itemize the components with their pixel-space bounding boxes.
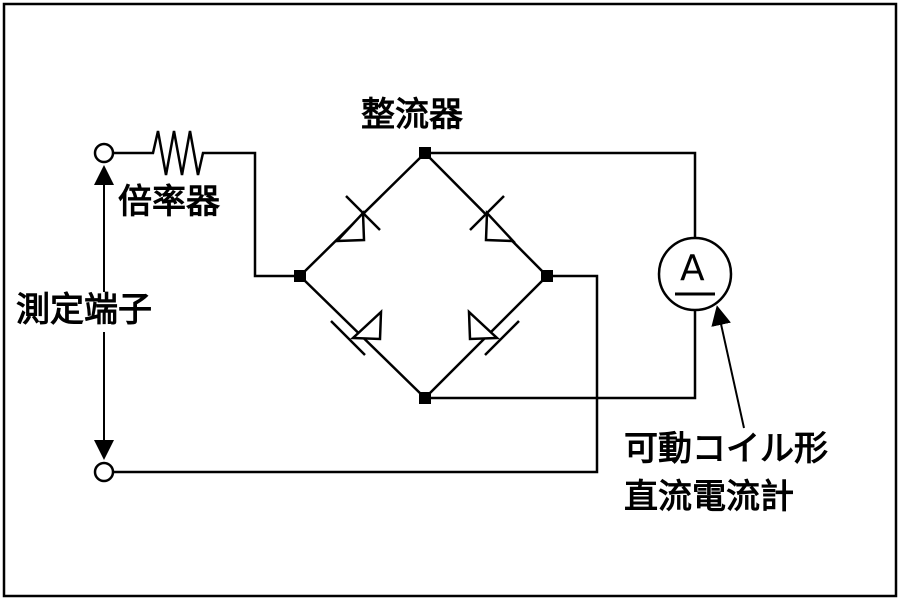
bottom-terminal [93,461,115,483]
rectifier-label: 整流器 [361,95,463,135]
meter-label-line2: 直流電流計 [624,477,794,517]
meter-pointer-arrow [711,305,745,429]
meter-label-line1: 可動コイル形 [624,429,828,469]
diode-lower-right [467,309,520,356]
node-left [294,270,306,282]
top-terminal [93,142,115,164]
multiplier-resistor [113,130,300,278]
bridge-rectifier [298,151,549,400]
diode-upper-right [469,195,516,243]
ammeter-icon [657,236,733,312]
node-bottom [419,392,431,404]
node-right [541,270,553,282]
bottom-wire [113,274,599,474]
meter-wire [431,151,697,238]
diode-lower-left [330,309,383,356]
diode-upper-left [334,195,381,243]
multiplier-label: 倍率器 [118,182,220,222]
node-top [419,147,431,159]
meter-return-wire [431,310,697,400]
ammeter-symbol: A [680,248,705,289]
terminals-label: 測定端子 [16,290,152,330]
